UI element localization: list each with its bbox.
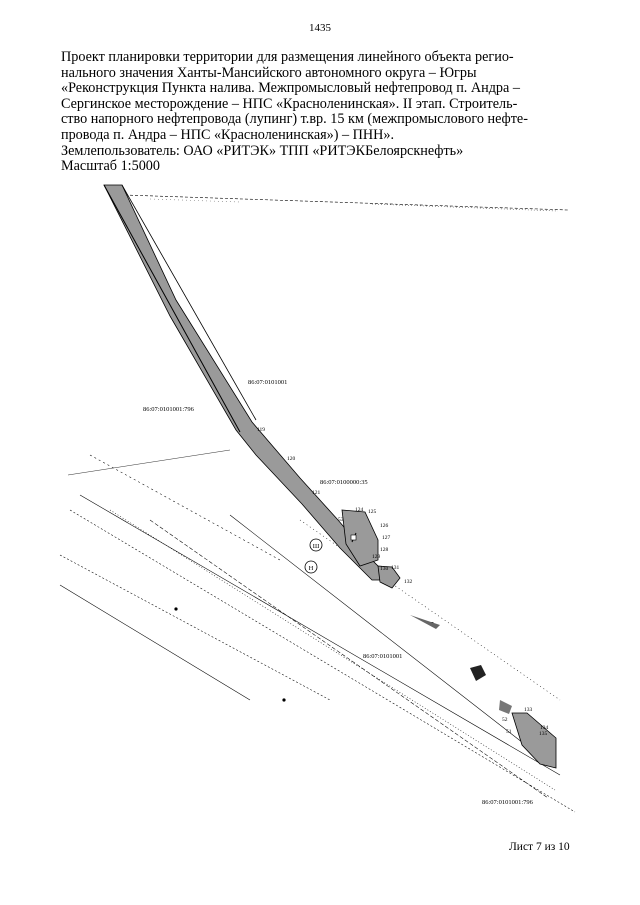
point-label: 53 <box>338 517 344 523</box>
map-scale: Масштаб 1:5000 <box>61 158 160 175</box>
point-label: 52 <box>502 717 508 723</box>
point-labels: 119 120 121 124 125 126 127 128 129 130 … <box>257 427 549 737</box>
parcel-label: 86:07:0101001 <box>248 379 287 386</box>
point-label: 125 <box>368 509 377 515</box>
title-line-1: Проект планировки территории для размеще… <box>61 49 514 65</box>
point-label: 126 <box>380 523 389 529</box>
point-label: 124 <box>355 507 364 513</box>
point-label: 134 <box>540 725 549 731</box>
point-label: 51 <box>506 729 512 735</box>
point-label: 128 <box>380 547 389 553</box>
point-label: 135 <box>539 731 548 737</box>
document-header: Проект планировки территории для размеще… <box>61 49 581 175</box>
title-line-4: Сергинское месторождение – НПС «Красноле… <box>61 95 518 112</box>
terrain-marks <box>174 607 512 714</box>
title-line-2: нального значения Ханты-Мансийского авто… <box>61 64 477 81</box>
point-label: 133 <box>524 707 533 713</box>
title-line-3: «Реконструкция Пункта налива. Межпромысл… <box>61 80 520 97</box>
sheet-number: Лист 7 из 10 <box>509 841 570 853</box>
title-line-6: провода п. Андра – НПС «Красноленинская»… <box>61 126 395 143</box>
parcel-label: 86:07:0101001 <box>363 653 402 660</box>
parcel-label: 86:07:0101001:796 <box>482 799 534 806</box>
point-label: 120 <box>287 456 296 462</box>
land-user: Землепользователь: ОАО «РИТЭК» ТПП «РИТЭ… <box>61 142 464 159</box>
point-label: 121 <box>312 490 321 496</box>
boundary-lines-upper <box>124 194 569 212</box>
circle-symbol-label: Н <box>309 565 314 572</box>
point-label: 131 <box>391 565 400 571</box>
page-number: 1435 <box>309 22 331 34</box>
point-label: 127 <box>382 535 391 541</box>
circle-symbols: Ш Н <box>304 538 323 574</box>
circle-symbol-label: Ш <box>313 543 320 550</box>
parcel-label: 86:07:0100000:35 <box>320 479 368 486</box>
point-label: 132 <box>404 579 413 585</box>
pipeline-corridor <box>103 184 557 769</box>
point-label: 130 <box>380 566 389 572</box>
point-label: 129 <box>372 554 381 560</box>
parcel-label: 86:07:0101001:796 <box>143 406 195 413</box>
parcel-labels: 86:07:0101001 86:07:0101001:796 86:07:01… <box>143 379 534 806</box>
point-label: 119 <box>257 427 265 433</box>
title-line-5: ство напорного нефтепровода (лупинг) т.в… <box>61 111 528 128</box>
